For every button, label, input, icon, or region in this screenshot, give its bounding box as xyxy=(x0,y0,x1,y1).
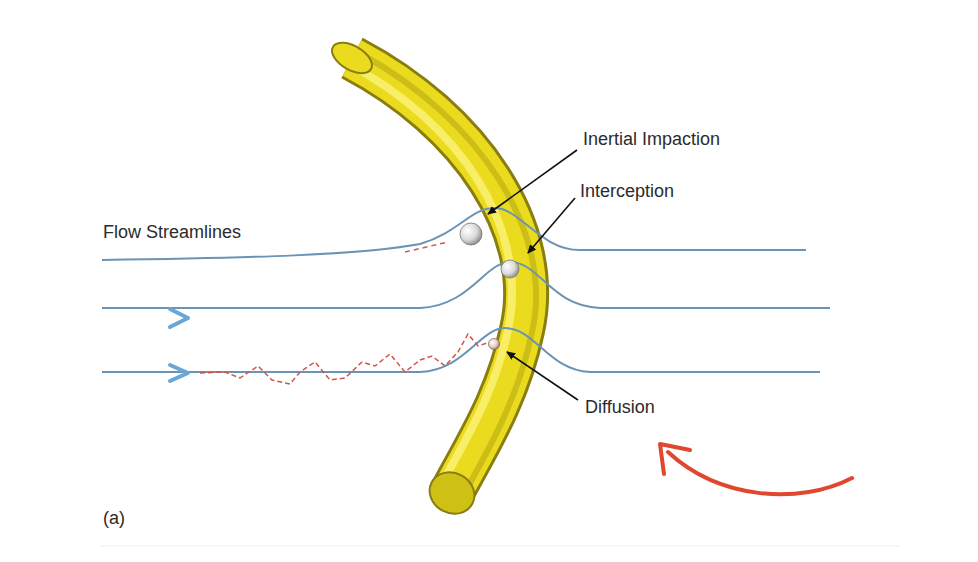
baseline-rule xyxy=(100,546,900,547)
particle-medium xyxy=(501,260,519,278)
fiber-end xyxy=(422,465,481,522)
inertial-trajectory xyxy=(405,242,448,252)
red-arrowhead xyxy=(660,444,690,474)
red-curved-arrow xyxy=(668,452,852,494)
particle-small xyxy=(489,339,500,350)
leader-lines xyxy=(488,150,578,400)
particle-large xyxy=(460,223,482,245)
fiber-shade xyxy=(361,54,536,494)
mechanism-label: Diffusion xyxy=(585,397,655,419)
diffusion-trajectory xyxy=(200,334,490,384)
streamlines xyxy=(102,208,830,372)
fiber-highlight xyxy=(345,62,512,480)
fiber-top xyxy=(327,37,377,80)
panel-label: (a) xyxy=(103,508,125,530)
mechanism-label: Inertial Impaction xyxy=(583,129,720,151)
mechanism-label: Interception xyxy=(580,181,674,203)
flow-chevrons xyxy=(170,309,188,381)
streamline-label: Flow Streamlines xyxy=(103,222,241,244)
